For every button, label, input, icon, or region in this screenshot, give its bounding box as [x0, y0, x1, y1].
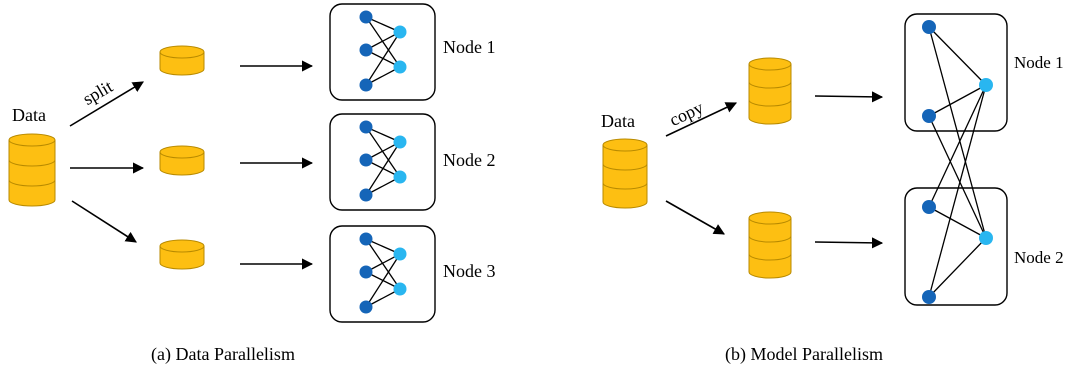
- input-neuron-3: [359, 300, 373, 314]
- copy-label: copy: [666, 97, 706, 130]
- input-neuron-2: [922, 109, 936, 123]
- input-neuron-2: [359, 265, 373, 279]
- split-label: split: [79, 76, 116, 109]
- copy-arrow-2: [665, 200, 725, 235]
- input-neuron-2: [359, 153, 373, 167]
- copy-database-icon-1: [748, 57, 792, 125]
- input-neuron-3: [359, 188, 373, 202]
- node-box-b2: [904, 187, 1008, 306]
- data-parallelism-panel: Data split Node 1 Node 2: [8, 3, 496, 365]
- copy-arrow-1: [665, 102, 738, 137]
- node-box-a2: [329, 113, 436, 211]
- output-neuron-1: [393, 135, 407, 149]
- node-box-b1: [904, 13, 1008, 132]
- output-neuron-1: [979, 78, 993, 92]
- copy-to-node-arrow-2: [814, 237, 884, 249]
- output-neuron-1: [393, 25, 407, 39]
- data-shard-database-icon-3: [159, 239, 205, 270]
- data-shard-database-icon-2: [159, 145, 205, 176]
- data-shard-database-icon-1: [159, 45, 205, 76]
- node-label-a2: Node 2: [443, 150, 496, 170]
- input-neuron-3: [359, 78, 373, 92]
- split-arrow-3: [71, 200, 137, 243]
- caption-a: (a) Data Parallelism: [151, 344, 295, 365]
- output-neuron-2: [979, 231, 993, 245]
- input-neuron-1: [359, 232, 373, 246]
- model-parallelism-panel: Data copy: [601, 13, 1064, 365]
- node-box-a1: [329, 3, 436, 101]
- input-neuron-2: [359, 43, 373, 57]
- copy-to-node-arrow-1: [814, 91, 884, 103]
- output-neuron-2: [393, 60, 407, 74]
- split-arrow-1: [69, 81, 144, 127]
- node-label-b2: Node 2: [1014, 248, 1064, 267]
- split-neural-network: [922, 20, 993, 304]
- data-database-icon-b: [602, 138, 648, 209]
- output-neuron-2: [393, 282, 407, 296]
- input-neuron-1: [359, 120, 373, 134]
- output-neuron-2: [393, 170, 407, 184]
- copy-database-icon-2: [748, 211, 792, 279]
- caption-b: (b) Model Parallelism: [725, 344, 883, 365]
- node-label-a3: Node 3: [443, 261, 496, 281]
- input-neuron-1: [359, 10, 373, 24]
- data-label-b: Data: [601, 111, 635, 131]
- node-label-b1: Node 1: [1014, 53, 1064, 72]
- data-label-a: Data: [12, 105, 46, 125]
- input-neuron-1: [922, 20, 936, 34]
- input-neuron-4: [922, 290, 936, 304]
- node-box-a3: [329, 225, 436, 323]
- node-label-a1: Node 1: [443, 37, 496, 57]
- input-neuron-3: [922, 200, 936, 214]
- data-database-icon-a: [8, 133, 56, 207]
- output-neuron-1: [393, 247, 407, 261]
